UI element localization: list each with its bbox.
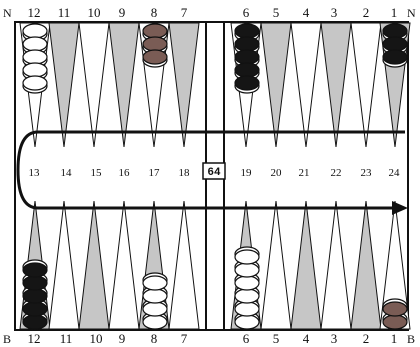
brown-checker[interactable] (143, 24, 167, 38)
bottom-number: 1 (391, 331, 398, 346)
track-number: 19 (241, 167, 253, 179)
white-checker[interactable] (235, 315, 259, 329)
top-point-numbers: 12 11 10 9 8 7 6 5 4 3 2 1 (28, 5, 398, 20)
corner-label-bottom-left: B (3, 332, 11, 346)
white-checker[interactable] (235, 263, 259, 277)
black-checker[interactable] (383, 24, 407, 38)
top-number: 3 (331, 5, 338, 20)
track-number: 23 (361, 167, 373, 179)
brown-checker[interactable] (143, 37, 167, 51)
track-number: 18 (179, 167, 191, 179)
corner-label-top-left: N (3, 6, 12, 20)
track-number: 14 (61, 167, 73, 179)
top-number: 12 (28, 5, 41, 20)
brown-checker[interactable] (383, 315, 407, 329)
bottom-number: 8 (151, 331, 158, 346)
bottom-number: 9 (119, 331, 126, 346)
black-checker[interactable] (235, 63, 259, 77)
corner-label-top-right: N (407, 6, 416, 20)
track-number: 20 (271, 167, 283, 179)
black-checker[interactable] (23, 289, 47, 303)
white-checker[interactable] (235, 276, 259, 290)
doubling-cube-value: 64 (207, 167, 221, 179)
black-checker[interactable] (235, 76, 259, 90)
bottom-point-numbers: 12 11 10 9 8 7 6 5 4 3 2 1 (28, 331, 398, 346)
white-checker[interactable] (23, 76, 47, 90)
corner-label-bottom-right: B (407, 332, 415, 346)
doubling-cube[interactable]: 64 (203, 163, 225, 179)
white-checker[interactable] (235, 289, 259, 303)
bottom-number: 11 (60, 331, 73, 346)
track-number: 22 (331, 167, 342, 179)
white-checker[interactable] (23, 63, 47, 77)
bottom-number: 2 (363, 331, 370, 346)
bottom-number: 5 (273, 331, 280, 346)
brown-checker[interactable] (383, 302, 407, 316)
top-number: 8 (151, 5, 158, 20)
top-number: 6 (243, 5, 250, 20)
white-checker[interactable] (143, 302, 167, 316)
black-checker[interactable] (23, 302, 47, 316)
bottom-number: 4 (303, 331, 310, 346)
black-checker[interactable] (23, 263, 47, 277)
top-number: 1 (391, 5, 398, 20)
white-checker[interactable] (235, 250, 259, 264)
white-checker[interactable] (235, 302, 259, 316)
track-number: 13 (29, 167, 41, 179)
top-number: 11 (58, 5, 71, 20)
white-checker[interactable] (143, 315, 167, 329)
white-checker[interactable] (143, 289, 167, 303)
bottom-number: 3 (331, 331, 338, 346)
brown-checker[interactable] (143, 50, 167, 64)
black-checker[interactable] (235, 37, 259, 51)
track-number: 24 (389, 167, 401, 179)
white-checker[interactable] (23, 24, 47, 38)
top-number: 9 (119, 5, 126, 20)
bottom-number: 6 (243, 331, 250, 346)
bottom-number: 7 (181, 331, 188, 346)
white-checker[interactable] (143, 276, 167, 290)
black-checker[interactable] (383, 50, 407, 64)
black-checker[interactable] (23, 276, 47, 290)
top-number: 7 (181, 5, 188, 20)
track-number: 21 (299, 167, 310, 179)
track-number: 16 (119, 167, 131, 179)
top-number: 4 (303, 5, 310, 20)
white-checker[interactable] (23, 37, 47, 51)
black-checker[interactable] (23, 315, 47, 329)
track-number: 17 (149, 167, 161, 179)
top-number: 2 (363, 5, 370, 20)
black-checker[interactable] (235, 24, 259, 38)
bottom-number: 10 (90, 331, 103, 346)
black-checker[interactable] (235, 50, 259, 64)
bottom-number: 12 (28, 331, 41, 346)
black-checker[interactable] (383, 37, 407, 51)
white-checker[interactable] (23, 50, 47, 64)
top-number: 5 (273, 5, 280, 20)
track-number: 15 (91, 167, 103, 179)
top-number: 10 (88, 5, 101, 20)
